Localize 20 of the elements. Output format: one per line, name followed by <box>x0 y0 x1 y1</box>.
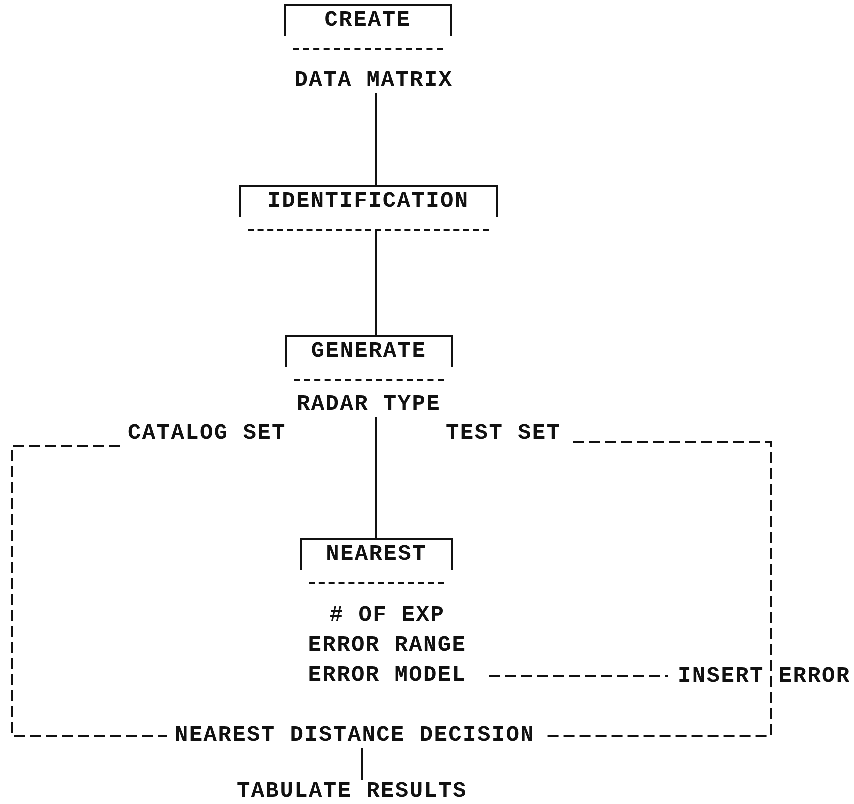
node-caption: ERROR MODEL <box>307 664 468 688</box>
step-label: CATALOG SET <box>128 422 286 446</box>
connector-line <box>361 748 363 780</box>
connector-line <box>375 231 377 335</box>
process-box: NEAREST <box>300 538 453 570</box>
connector-line <box>375 417 377 538</box>
node-caption: ERROR RANGE <box>307 634 468 658</box>
step-label: TABULATE RESULTS <box>237 780 468 804</box>
connector-line <box>489 675 668 677</box>
node-caption: RADAR TYPE <box>296 393 442 417</box>
process-box: IDENTIFICATION <box>239 185 498 217</box>
step-label: INSERT ERROR <box>678 665 851 689</box>
step-label: TEST SET <box>446 422 562 446</box>
connector-line <box>375 93 377 185</box>
process-box: GENERATE <box>285 335 453 367</box>
node-caption: # OF EXP <box>328 604 446 628</box>
node-caption: DATA MATRIX <box>294 69 454 93</box>
connector-line <box>11 445 167 737</box>
process-box: CREATE <box>284 4 452 36</box>
step-label: NEAREST DISTANCE DECISION <box>175 724 536 748</box>
